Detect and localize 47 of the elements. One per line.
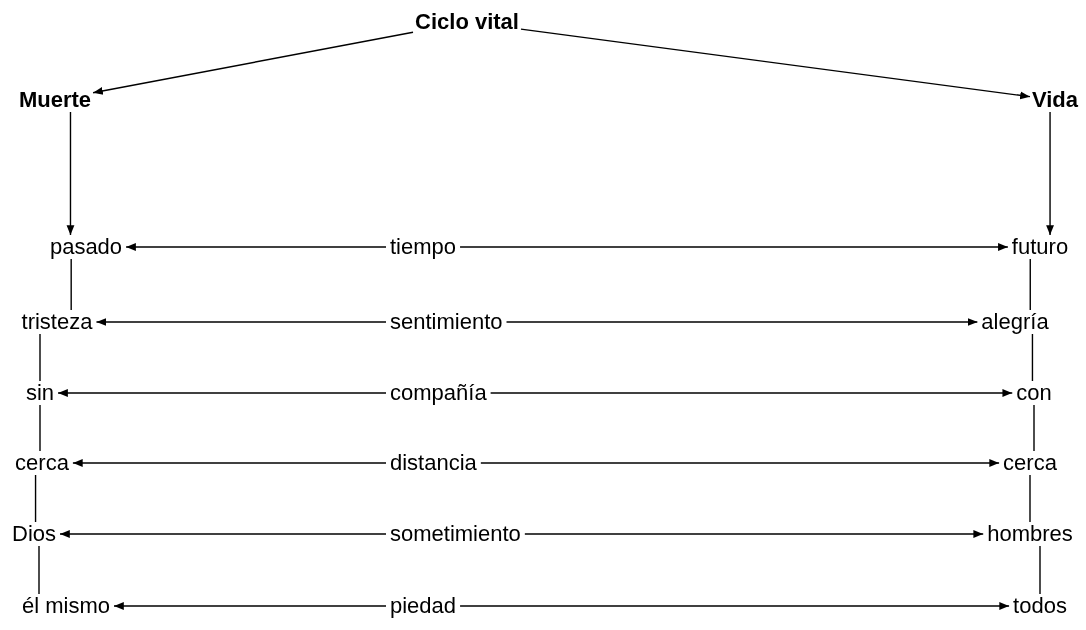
- arrow: [489, 389, 1013, 397]
- connector-line: [1031, 333, 1034, 382]
- arrow: [524, 530, 984, 538]
- term-label: piedad: [390, 593, 457, 619]
- connector-line: [34, 474, 37, 523]
- term-label: cerca: [15, 450, 69, 476]
- connector-line: [1033, 404, 1035, 452]
- connector-line: [38, 545, 40, 595]
- term-label: Dios: [12, 521, 56, 547]
- arrow: [125, 243, 387, 251]
- connector-line: [39, 404, 41, 452]
- arrow: [1046, 111, 1054, 236]
- term-label: tristeza: [21, 309, 93, 335]
- term-label: alegría: [981, 309, 1049, 335]
- heading-label: Muerte: [18, 87, 92, 113]
- term-label: compañía: [390, 380, 487, 406]
- arrow: [66, 111, 75, 236]
- connector-line: [1029, 474, 1031, 523]
- arrow: [505, 318, 979, 326]
- term-label: sometimiento: [390, 521, 521, 547]
- title-label: Ciclo vital: [415, 9, 519, 35]
- connector-line: [1039, 545, 1041, 595]
- term-label: sin: [25, 380, 55, 406]
- arrow: [113, 602, 387, 610]
- term-label: sentimiento: [390, 309, 503, 335]
- heading-label: Vida: [1031, 87, 1079, 113]
- arrow: [72, 459, 387, 467]
- connector-line: [70, 258, 72, 311]
- term-label: hombres: [987, 521, 1073, 547]
- arrow: [59, 530, 387, 538]
- arrow: [520, 28, 1031, 100]
- arrow: [480, 459, 1000, 467]
- arrow: [459, 602, 1010, 610]
- arrow: [57, 389, 387, 397]
- term-label: cerca: [1003, 450, 1057, 476]
- term-label: pasado: [49, 234, 123, 260]
- term-label: futuro: [1011, 234, 1069, 260]
- arrow: [95, 318, 387, 326]
- term-label: distancia: [390, 450, 477, 476]
- connector-line: [1029, 258, 1031, 311]
- term-label: él mismo: [22, 593, 110, 619]
- term-label: todos: [1013, 593, 1067, 619]
- term-label: tiempo: [390, 234, 457, 260]
- arrow: [459, 243, 1009, 251]
- arrow: [92, 31, 414, 95]
- connector-line: [39, 333, 41, 382]
- term-label: con: [1016, 380, 1052, 406]
